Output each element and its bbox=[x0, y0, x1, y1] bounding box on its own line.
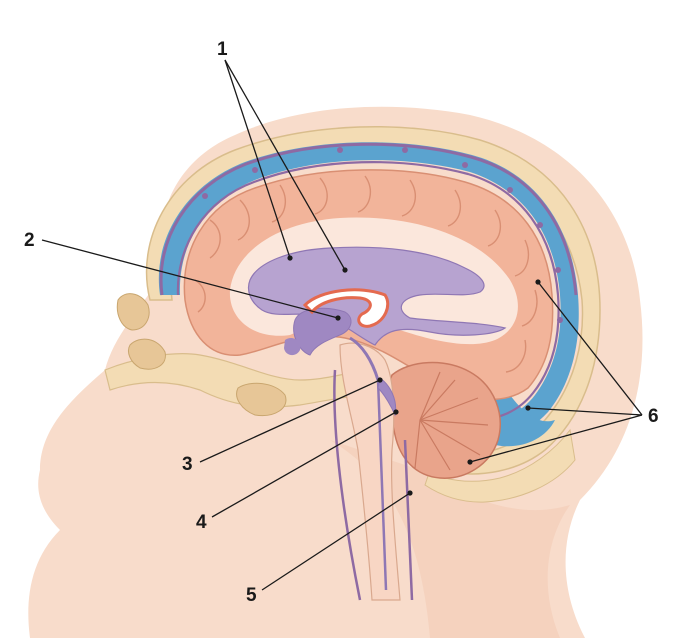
gyri-folds bbox=[194, 175, 538, 373]
central-canal bbox=[376, 379, 388, 591]
label-2: 2 bbox=[24, 230, 35, 251]
leader-1b bbox=[224, 59, 346, 271]
leader-2 bbox=[41, 239, 339, 319]
arbor-vitae bbox=[414, 371, 489, 471]
leader-6a bbox=[537, 281, 643, 416]
leader-6c bbox=[469, 414, 643, 463]
leader-5 bbox=[261, 492, 411, 591]
brainstem bbox=[333, 342, 414, 601]
label-3: 3 bbox=[182, 454, 193, 475]
spinal-meninges-front bbox=[333, 369, 362, 601]
number-labels: 1 2 3 4 5 6 bbox=[24, 39, 659, 606]
csf-layer bbox=[158, 142, 579, 441]
label-5: 5 bbox=[246, 585, 257, 606]
arachnoid-granulations bbox=[202, 147, 563, 323]
dura-outer bbox=[159, 142, 578, 296]
label-4: 4 bbox=[196, 512, 207, 533]
cerebellum bbox=[387, 361, 501, 479]
cerebral-aqueduct bbox=[349, 336, 380, 381]
leader-6b bbox=[527, 407, 643, 416]
sinus-cavity-2 bbox=[127, 338, 166, 370]
label-6: 6 bbox=[648, 406, 659, 427]
leader-lines bbox=[41, 59, 643, 591]
choroid-plexus bbox=[302, 288, 390, 328]
occipital-bone bbox=[424, 428, 576, 503]
leader-1a bbox=[224, 59, 291, 259]
sinus-cavity-1 bbox=[116, 293, 150, 331]
label-1: 1 bbox=[217, 39, 228, 60]
sinus-cavity-3 bbox=[236, 382, 287, 417]
interventricular-region bbox=[284, 338, 301, 356]
arachnoid-inner bbox=[176, 161, 560, 422]
leader-4 bbox=[211, 411, 397, 518]
fourth-ventricle bbox=[377, 377, 397, 417]
leader-3 bbox=[199, 379, 381, 463]
meninges bbox=[159, 142, 578, 422]
spinal-meninges-back bbox=[403, 439, 414, 601]
